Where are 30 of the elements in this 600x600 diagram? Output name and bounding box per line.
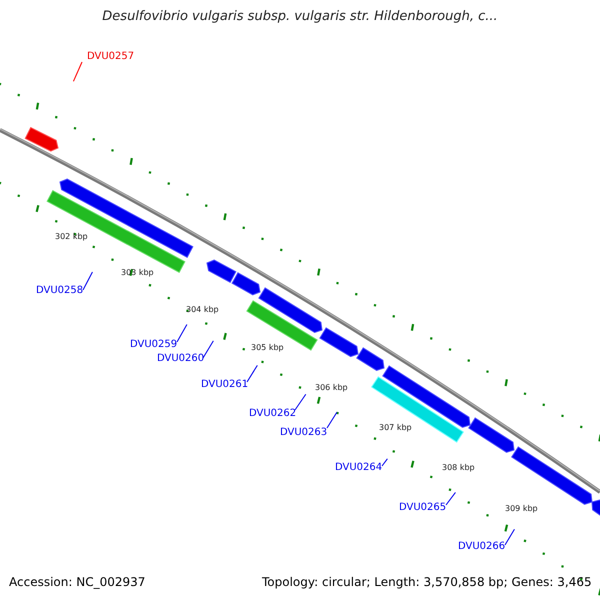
leader-line (176, 324, 188, 342)
gene-label: DVU0262 (249, 408, 296, 420)
gene-label: DVU0261 (201, 379, 248, 391)
position-label: 305 kbp (251, 343, 284, 353)
accession-text: Accession: NC_002937 (9, 575, 146, 590)
position-label: 306 kbp (315, 383, 348, 393)
leader-line (72, 62, 82, 82)
leader-line (246, 364, 258, 382)
position-label: 309 kbp (505, 504, 538, 514)
leader-line (82, 272, 93, 290)
leader-line (504, 528, 515, 546)
gene-label: DVU0266 (458, 541, 506, 553)
position-label: 307 kbp (379, 423, 412, 433)
leader-line (382, 458, 388, 466)
title: Desulfovibrio vulgaris subsp. vulgaris str. Hildenborough, c... (101, 9, 499, 25)
gene-label: DVU0263 (280, 427, 328, 439)
position-label: 308 kbp (442, 463, 475, 473)
gene-label: DVU0265 (399, 502, 446, 514)
gene-label: DVU0257 (87, 51, 134, 63)
leader-line (326, 412, 338, 428)
gene-label: DVU0258 (36, 285, 84, 297)
leader-line (202, 340, 214, 358)
position-label: 304 kbp (186, 305, 219, 315)
gene-label: DVU0264 (335, 462, 382, 474)
leader-line (294, 394, 306, 410)
genome-summary-text: Topology: circular; Length: 3,570,858 bp; Genes: 3,465 (262, 575, 592, 590)
leader-line (446, 492, 456, 506)
gene-label: DVU0259 (130, 339, 178, 351)
position-label: 302 kbp (55, 232, 88, 242)
gene-label: DVU0260 (157, 353, 204, 365)
